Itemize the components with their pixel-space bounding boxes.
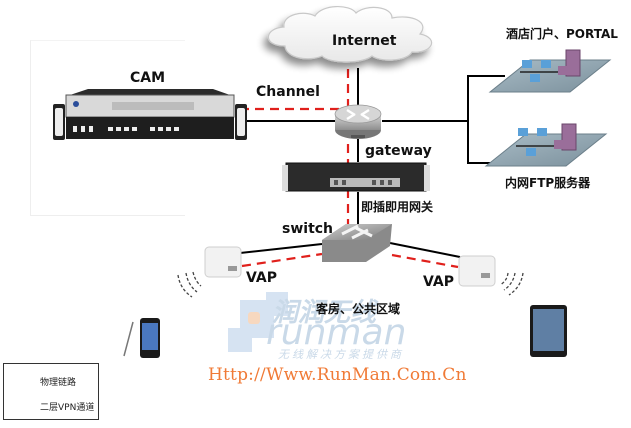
wireless-signal-icon-left (177, 271, 202, 298)
channel-label: Channel (256, 84, 320, 100)
watermark-slogan: 无线解决方案提供商 (278, 348, 404, 361)
lan-server-icon-portal (488, 49, 612, 93)
switch-icon (322, 224, 392, 262)
vap-right-label: VAP (423, 274, 454, 290)
wireless-ap-icon-right (458, 255, 496, 287)
portal-label: 酒店门户、PORTAL (506, 27, 618, 41)
gateway-label: gateway (365, 143, 432, 159)
legend-physical-label: 物理链路 (40, 377, 77, 388)
vap-left-label: VAP (246, 270, 277, 286)
watermark-cn-name: 润润无线 (272, 298, 377, 328)
link-switch-vap-right (389, 242, 461, 258)
ftp-label: 内网FTP服务器 (505, 176, 591, 190)
tablet-icon (530, 305, 567, 357)
physical-links (236, 68, 505, 258)
switch-label: switch (282, 221, 334, 237)
link-bus-portal (467, 75, 505, 164)
legend-vpn-label: 二层VPN通道 (40, 402, 95, 413)
vpn-links (240, 69, 459, 269)
smartphone-icon (123, 318, 160, 358)
cam-label: CAM (130, 70, 166, 86)
rack-server-icon (53, 89, 247, 140)
legend: 物理链路 二层VPN通道 (3, 363, 99, 420)
router-icon (334, 104, 382, 139)
gateway-appliance-icon (282, 162, 430, 192)
wireless-ap-icon-left (204, 246, 242, 278)
legend-item-physical: 物理链路 (40, 374, 76, 388)
legend-item-vpn: 二层VPN通道 (40, 399, 94, 413)
watermark-en-name: runman (266, 312, 407, 353)
cam-frame (30, 40, 185, 216)
internet-label: Internet (332, 33, 397, 49)
zone-label: 客房、公共区域 (316, 302, 401, 316)
vpn-switch-vap-right (391, 253, 459, 269)
gateway-device-label: 即插即用网关 (361, 200, 434, 214)
cloud-icon (267, 6, 433, 63)
link-switch-vap-left (239, 243, 323, 254)
watermark-url: Http://Www.RunMan.Com.Cn (208, 365, 467, 385)
watermark-logo (228, 292, 288, 352)
wireless-signal-icon-right (499, 272, 524, 296)
lan-server-icon-ftp (484, 123, 608, 167)
vpn-switch-vap-left (241, 252, 323, 268)
